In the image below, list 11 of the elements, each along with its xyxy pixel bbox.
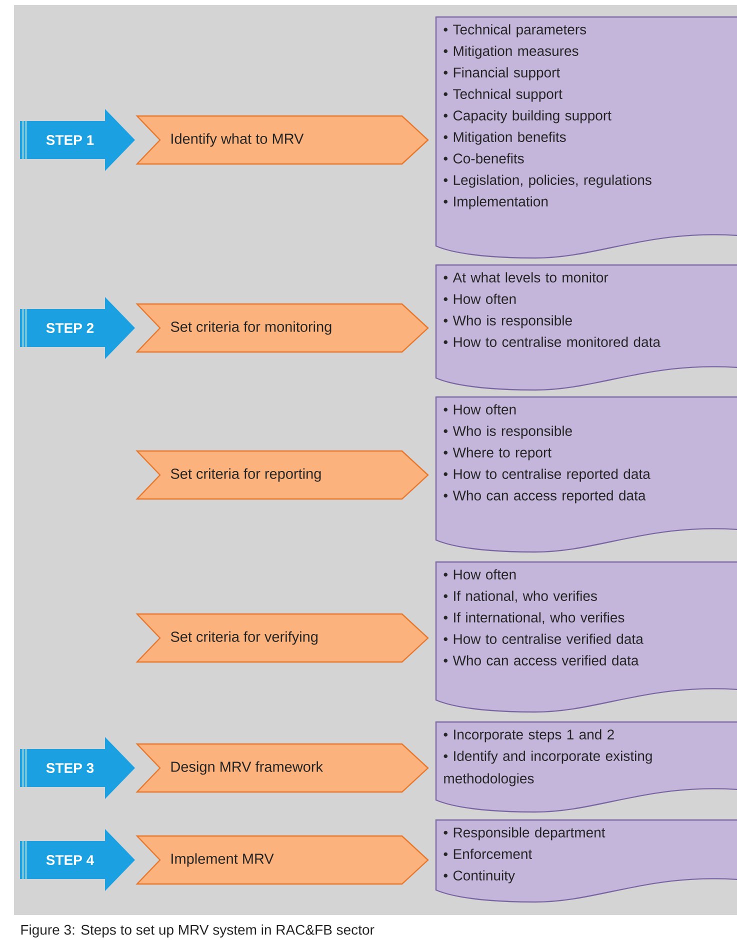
chevron-box: Set criteria for reporting xyxy=(136,450,429,500)
chevron-box: Implement MRV xyxy=(136,835,429,885)
chevron-box: Set criteria for monitoring xyxy=(136,303,429,353)
step-banner: STEP 2 xyxy=(20,297,135,359)
chevron-box: Set criteria for verifying xyxy=(136,613,429,663)
step-banner: STEP 4 xyxy=(20,829,135,891)
chevron-box: Design MRV framework xyxy=(136,743,429,793)
step-banner: STEP 3 xyxy=(20,737,135,799)
caption: Figure 3: Steps to set up MRV system in RAC&FB sector xyxy=(21,924,374,938)
chevron-box: Identify what to MRV xyxy=(136,115,429,165)
step-banner: STEP 1 xyxy=(20,109,135,171)
